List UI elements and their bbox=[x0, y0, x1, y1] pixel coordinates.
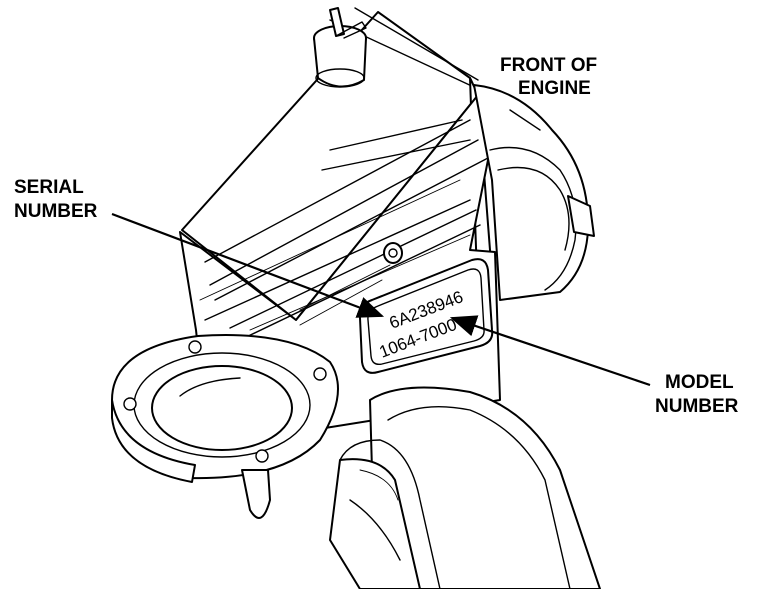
lower-hose bbox=[329, 386, 601, 590]
callout-front-of-engine: FRONT OF ENGINE bbox=[500, 55, 597, 99]
front-cover bbox=[473, 84, 595, 301]
model-number-label-line1: MODEL bbox=[665, 372, 734, 393]
front-of-engine-label-line2: ENGINE bbox=[518, 78, 591, 99]
model-number-label-line2: NUMBER bbox=[655, 396, 739, 417]
serial-number-label-line2: NUMBER bbox=[14, 201, 98, 222]
model-number-leader bbox=[449, 315, 651, 387]
id-plate: 6A238946 1064-7000 bbox=[358, 258, 494, 374]
filler-cap bbox=[313, 7, 367, 88]
serial-number-leader bbox=[111, 212, 385, 318]
bolt bbox=[383, 242, 403, 264]
front-of-engine-label-line1: FRONT OF bbox=[500, 55, 597, 76]
callout-serial-number: SERIAL NUMBER bbox=[14, 177, 385, 318]
serial-number-label-line1: SERIAL bbox=[14, 177, 84, 198]
mounting-flange bbox=[111, 334, 339, 519]
callout-model-number: MODEL NUMBER bbox=[449, 315, 739, 417]
